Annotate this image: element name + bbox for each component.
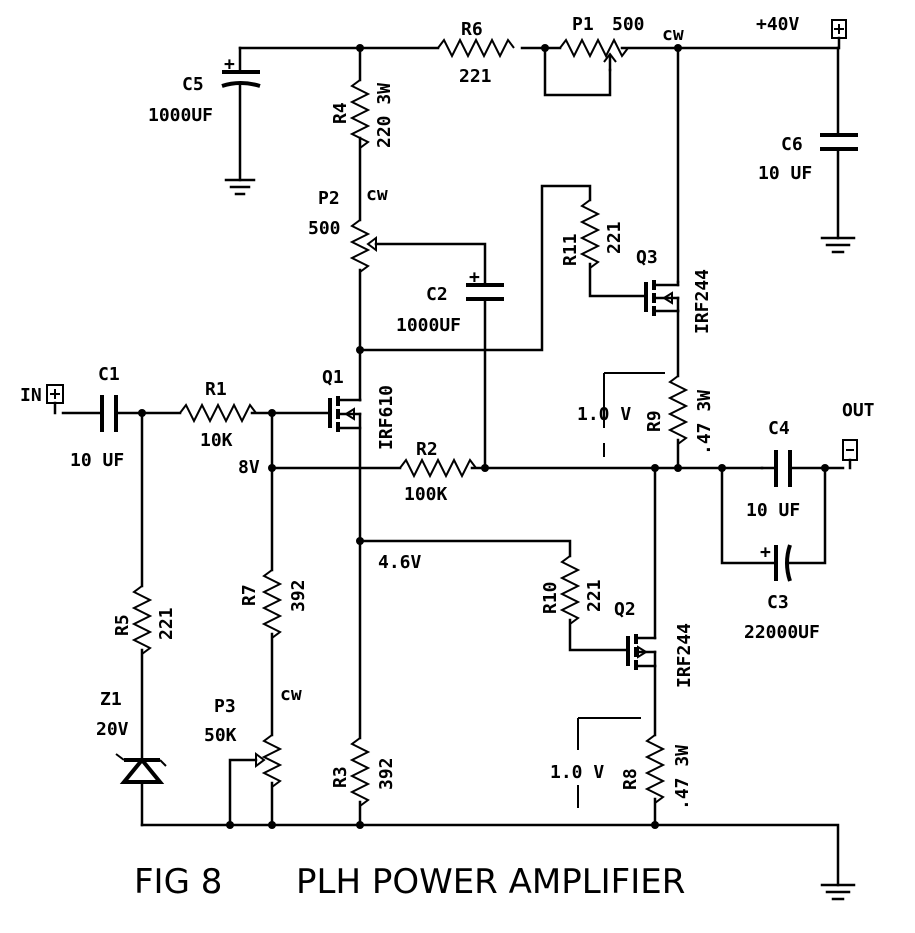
ground-rail [140,823,856,901]
figure-title: PLH POWER AMPLIFIER [296,862,685,902]
r10-value: 221 [584,579,605,612]
out-label: OUT [842,400,875,421]
r3-value: 392 [376,757,397,790]
r11-ref: R11 [560,233,581,266]
c3-plus-mark: + [760,542,771,563]
q2-gate-network [358,539,630,652]
capacitor-c5: + [221,46,261,196]
c3-ref: C3 [767,592,789,613]
supply-label: +40V [756,14,800,35]
r7-ref: R7 [239,584,260,606]
c2-plus-mark: + [469,267,480,288]
q1-source-voltage: 4.6V [378,552,422,573]
in-label: IN [20,385,42,406]
q3-ref: Q3 [636,247,658,268]
p3-value: 50K [204,725,237,746]
p3-ref: P3 [214,696,236,717]
r5-ref: R5 [112,614,133,636]
potentiometer-p2 [349,219,487,402]
c2-value: 1000UF [396,315,461,336]
c4-value: 10 UF [746,500,800,521]
input-bias-network [115,411,167,827]
output-network: + [720,439,858,582]
p1-cw: cw [662,24,684,45]
p1-value: 500 [612,14,645,35]
c3-value: 22000UF [744,622,820,643]
bias-voltage: 8V [238,457,260,478]
capacitor-c2: + [466,267,504,470]
r4-value: 220 3W [374,83,395,148]
q1-part: IRF610 [376,385,397,450]
c5-plus-mark: + [224,54,235,75]
q1-ref: Q1 [322,367,344,388]
c1-value: 10 UF [70,450,124,471]
c6-value: 10 UF [758,163,812,184]
r7-value: 392 [288,579,309,612]
r4-ref: R4 [330,102,351,124]
bias-node [270,411,764,479]
potentiometer-p3 [228,734,283,827]
p2-ref: P2 [318,188,340,209]
r2-ref: R2 [416,439,438,460]
junction-dots [138,44,829,829]
resistor-r3 [349,737,371,827]
r1-value: 10K [200,430,233,451]
mosfet-q3 [644,280,680,378]
potentiometer-p1 [559,37,629,72]
r1-ref: R1 [205,379,227,400]
r11-value: 221 [604,221,625,254]
r10-ref: R10 [540,581,561,614]
q2-part: IRF244 [674,623,695,688]
capacitor-c6 [820,46,858,254]
p1-ref: P1 [572,14,594,35]
resistor-r7 [261,466,283,737]
p2-value: 500 [308,218,341,239]
r8-voltage: 1.0 V [550,762,604,783]
resistor-r4 [349,46,371,222]
resistor-r9 [603,372,689,470]
r9-ref: R9 [644,410,665,432]
r8-ref: R8 [620,768,641,790]
z1-value: 20V [96,719,129,740]
q2-ref: Q2 [614,599,636,620]
c6-ref: C6 [781,134,803,155]
c5-ref: C5 [182,74,204,95]
r9-voltage: 1.0 V [577,404,631,425]
resistor-r8 [577,717,666,827]
p2-cw: cw [366,184,388,205]
r9-value: .47 3W [694,390,715,455]
resistor-r6 [437,37,515,59]
top-rail-wires [238,46,840,284]
input-network [46,384,332,432]
c2-ref: C2 [426,284,448,305]
c1-ref: C1 [98,364,120,385]
mosfet-q1 [328,396,362,740]
p3-cw: cw [280,684,302,705]
figure-number: FIG 8 [134,862,222,902]
q3-gate-network [358,184,648,352]
mosfet-q2 [626,466,657,737]
r8-value: .47 3W [672,745,693,810]
supply-terminal [831,19,847,50]
r6-value: 221 [459,66,492,87]
c4-ref: C4 [768,418,790,439]
r6-ref: R6 [461,19,483,40]
r2-value: 100K [404,484,448,505]
c5-value: 1000UF [148,105,213,126]
r3-ref: R3 [330,766,351,788]
z1-ref: Z1 [100,689,122,710]
q3-part: IRF244 [692,269,713,334]
r5-value: 221 [156,607,177,640]
